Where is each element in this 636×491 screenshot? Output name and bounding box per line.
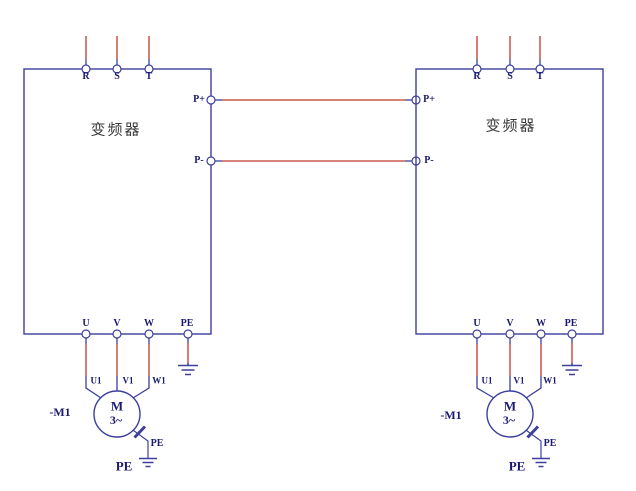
terminal-p-plus-left <box>206 95 216 105</box>
terminal-label-w-right: W <box>536 318 546 329</box>
inverter-right-input-wires <box>476 36 541 65</box>
terminal-w-right <box>536 329 546 339</box>
wire-label-u1-right: U1 <box>481 375 493 386</box>
terminal-pe-left <box>183 329 193 339</box>
motor-pe-tap-label-left: PE <box>150 438 164 449</box>
inverter-right-geometry <box>415 68 604 335</box>
terminal-label-u-right: U <box>473 318 481 329</box>
terminal-label-v-right: V <box>506 318 514 329</box>
terminal-label-r-right: R <box>473 71 481 82</box>
terminal-label-v-left: V <box>113 318 121 329</box>
terminal-r-left <box>81 64 91 74</box>
terminal-v-left <box>112 329 122 339</box>
wire-w1-right-bend <box>525 376 542 399</box>
inverter-label-right: 变频器 <box>485 116 537 135</box>
motor-ref-label-right: -M1 <box>440 408 462 422</box>
inverter-left-input-wires <box>85 36 150 65</box>
motor-pe-slash <box>133 425 147 439</box>
motor-ref-label-left: -M1 <box>49 405 71 419</box>
motor-pe-tap-right <box>526 425 542 458</box>
terminal-v-right <box>505 329 515 339</box>
terminal-label-p-plus-left: P+ <box>193 94 205 105</box>
motor-phase-left: 3~ <box>109 413 123 427</box>
terminal-label-p-minus-right: P- <box>424 155 434 166</box>
motor-pe-tap-label-right: PE <box>543 438 557 449</box>
terminal-label-pe-left: PE <box>180 318 194 329</box>
terminal-label-r-left: R <box>82 71 90 82</box>
terminal-r-right <box>472 64 482 74</box>
motor-pe-slash <box>526 425 540 439</box>
terminal-s-left <box>112 64 122 74</box>
motor-circle-left <box>93 390 141 438</box>
wire-w1-left-bend <box>132 376 150 399</box>
earth-symbol-motor-left <box>139 457 157 468</box>
wire-label-w1-left: W1 <box>152 375 166 386</box>
inverter-left-box <box>23 68 212 335</box>
terminal-s-right <box>505 64 515 74</box>
wire-u1-left-bend <box>85 376 102 399</box>
motor-circle-right <box>486 390 534 438</box>
inverter-left-output-wires <box>85 338 189 399</box>
wire-label-w1-right: W1 <box>543 375 557 386</box>
motor-letter-right: M <box>503 398 517 414</box>
wire-label-v1-right: V1 <box>513 375 525 386</box>
inverter-right-output-wires <box>476 338 573 399</box>
inverter-left-input-terminals <box>81 64 154 74</box>
inverter-right-input-terminals <box>472 64 545 74</box>
terminal-w-left <box>144 329 154 339</box>
inverter-label-left: 变频器 <box>90 120 142 139</box>
terminal-u-left <box>81 329 91 339</box>
terminal-label-p-plus-right: P+ <box>423 94 435 105</box>
earth-symbol-motor-right <box>532 457 550 468</box>
earth-symbol-pe-left <box>178 363 198 376</box>
terminal-t-right <box>535 64 545 74</box>
motor-letter-left: M <box>110 398 124 414</box>
terminal-t-left <box>144 64 154 74</box>
motor-phase-right: 3~ <box>502 413 516 427</box>
terminal-label-s-right: S <box>507 71 513 82</box>
dc-bus-lines <box>215 99 412 162</box>
terminal-label-t-right: T <box>536 71 544 82</box>
terminal-u-right <box>472 329 482 339</box>
terminal-pe-right <box>567 329 577 339</box>
inverter-left-geometry <box>23 68 212 335</box>
terminal-label-t-left: T <box>145 71 153 82</box>
terminal-label-pe-right: PE <box>564 318 578 329</box>
motor-pe-ground-label-left: PE <box>115 458 133 474</box>
terminal-p-minus-left <box>206 156 216 166</box>
inverter-right-output-terminals <box>472 329 577 339</box>
wire-u1-right-bend <box>476 376 495 399</box>
wire-label-u1-left: U1 <box>90 375 102 386</box>
terminal-label-s-left: S <box>114 71 120 82</box>
wire-label-v1-left: V1 <box>122 375 134 386</box>
dc-bus-terminals <box>206 95 421 166</box>
terminal-label-w-left: W <box>144 318 154 329</box>
earth-symbol-pe-right <box>562 363 582 376</box>
inverter-left-output-terminals <box>81 329 193 339</box>
inverter-right-box <box>415 68 604 335</box>
motor-pe-tap-left <box>133 425 149 458</box>
terminal-label-u-left: U <box>82 318 90 329</box>
terminal-label-p-minus-left: P- <box>194 155 204 166</box>
motor-pe-ground-label-right: PE <box>508 458 526 474</box>
